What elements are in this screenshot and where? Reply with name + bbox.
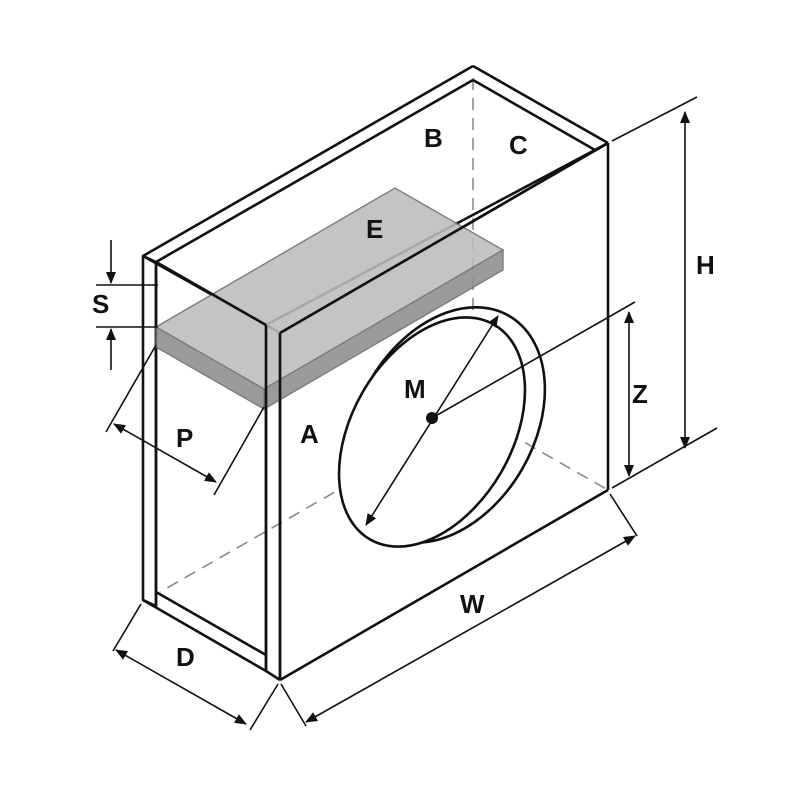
top-right-edge — [472, 64, 609, 145]
opening-center-point — [426, 412, 438, 424]
center-axis-line — [431, 301, 636, 419]
label-p: P — [176, 423, 193, 453]
label-b: B — [424, 123, 443, 153]
dimension-s — [96, 240, 158, 370]
d-extension-right — [249, 683, 279, 731]
dimension-h — [611, 96, 718, 489]
dimension-d — [112, 603, 279, 731]
front-panel-top-edge-over-shelf — [279, 141, 609, 335]
dimension-w — [280, 493, 638, 727]
label-z: Z — [632, 379, 648, 409]
label-w: W — [460, 589, 485, 619]
bottom-left-edge — [142, 598, 267, 673]
d-arrow — [115, 649, 247, 725]
w-extension-left — [280, 683, 307, 727]
top-inner-edge-1 — [155, 78, 474, 264]
dimension-p — [105, 344, 265, 496]
label-c: C — [509, 130, 528, 160]
label-m: M — [404, 374, 426, 404]
h-extension-top — [611, 96, 698, 142]
shelf-left-face — [155, 325, 265, 411]
w-extension-right — [609, 493, 638, 537]
label-s: S — [92, 289, 109, 319]
label-a: A — [300, 419, 319, 449]
label-e: E — [366, 214, 383, 244]
left-top-edge-over-shelf — [155, 260, 267, 327]
label-h: H — [696, 250, 715, 280]
shelf-e — [154, 187, 505, 411]
p-arrow — [113, 423, 217, 483]
bottom-front-corner — [265, 669, 281, 682]
d-extension-left — [112, 603, 142, 652]
h-extension-bottom — [611, 427, 718, 489]
top-back-edge — [142, 64, 474, 258]
w-arrow — [305, 535, 636, 723]
top-inner-edge-2 — [472, 78, 596, 152]
p-extension-left — [105, 344, 157, 433]
label-d: D — [176, 642, 195, 672]
bottom-left-edge-inner — [155, 590, 267, 657]
left-side-panel — [141, 254, 158, 608]
p-extension-right — [213, 406, 265, 496]
